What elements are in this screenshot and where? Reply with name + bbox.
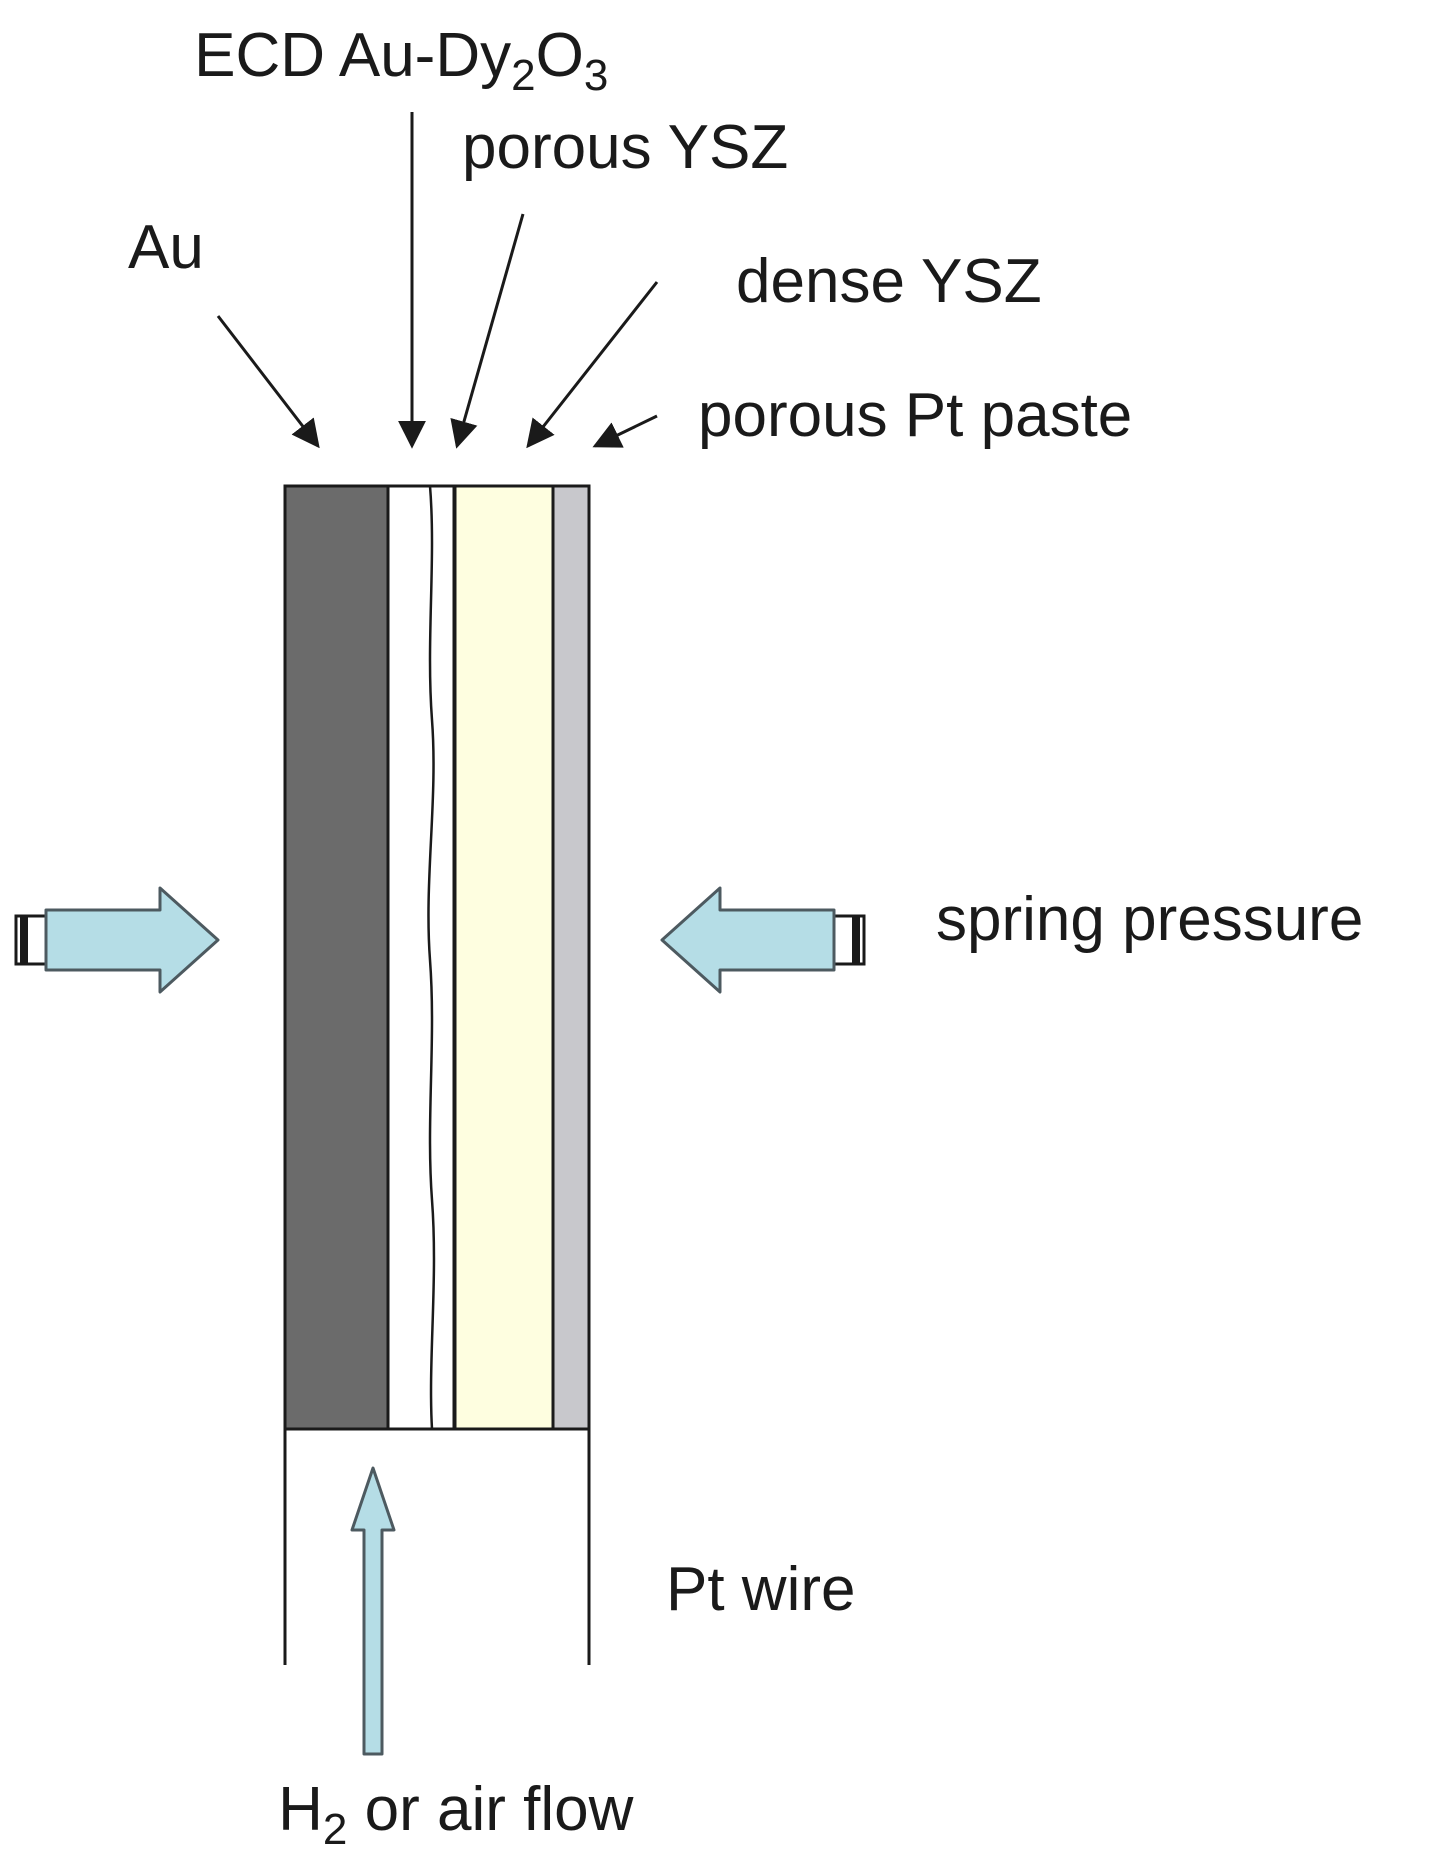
porous-ysz-label: porous YSZ — [462, 113, 788, 182]
spring-arrow-left — [14, 886, 220, 994]
dense-ysz-pointer-arrow — [526, 281, 659, 449]
pt-paste-pointer-arrow — [592, 414, 658, 448]
porous-ysz-pointer-arrow — [450, 213, 525, 449]
layer-stack — [283, 484, 591, 1431]
dense-ysz-layer — [453, 484, 555, 1431]
gas-flow-arrow — [350, 1466, 396, 1756]
au-pointer-arrow — [216, 315, 320, 449]
dense-ysz-label: dense YSZ — [736, 247, 1042, 316]
ecd-au-dy2o3-layer — [386, 484, 456, 1431]
porous-pt-paste-label: porous Pt paste — [698, 381, 1132, 450]
ecd-wavy-interface — [427, 485, 436, 1430]
porous-pt-paste-layer — [551, 484, 591, 1431]
gas-flow-label: H2 or air flow — [192, 1775, 685, 1854]
pt-wire-label: Pt wire — [666, 1555, 855, 1624]
au-label: Au — [128, 213, 204, 282]
pointer-arrows — [216, 112, 659, 449]
spring-pressure-label: spring pressure — [936, 885, 1363, 954]
ecd-au-dy2o3-label: ECD Au-Dy2O3 — [108, 21, 660, 104]
spring-arrow-right — [660, 886, 866, 994]
au-layer — [283, 484, 390, 1431]
